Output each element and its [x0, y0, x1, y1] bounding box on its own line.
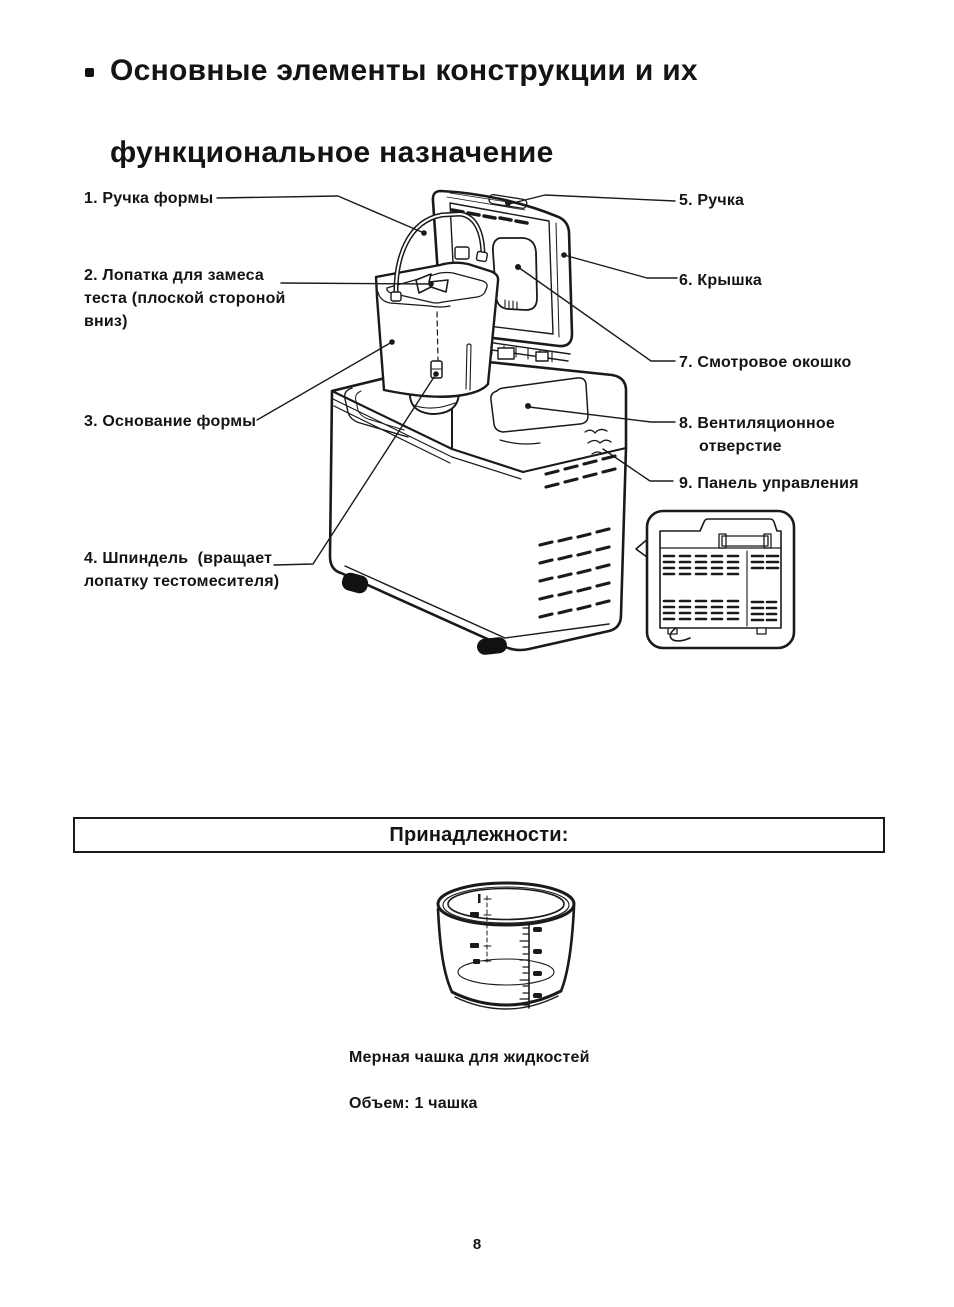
label-3-pan-base: 3. Основание формы: [84, 413, 257, 430]
label-5-handle: 5. Ручка: [679, 192, 745, 209]
label-8-vent: 8. Вентиляционное отверстие: [679, 415, 835, 455]
lid-handle-shape: [488, 194, 528, 209]
caption-line1: Мерная чашка для жидкостей: [349, 1049, 590, 1066]
caption-line2: Объем: 1 чашка: [349, 1095, 478, 1112]
label-2-kneading-blade: 2. Лопатка для замеса теста (плоской сто…: [84, 267, 286, 330]
page-title-line2: функциональное назначение: [110, 136, 554, 169]
machine-body-illustration: [328, 340, 628, 655]
title-bullet-icon: [85, 68, 94, 77]
viewing-window-shape: [491, 237, 538, 311]
label-1-pan-handle: 1. Ручка формы: [84, 190, 214, 207]
label-7-viewing-window: 7. Смотровое окошко: [679, 354, 852, 371]
page-title-line1: Основные элементы конструкции и их: [110, 54, 698, 87]
accessories-box: Принадлежности:: [73, 817, 885, 853]
page-number: 8: [472, 1236, 482, 1253]
leader-lines: [216, 194, 678, 566]
control-panel-inset: [635, 509, 796, 650]
vent-opening-shape: [490, 377, 589, 433]
accessories-header: Принадлежности:: [389, 823, 569, 846]
label-6-lid: 6. Крышка: [679, 272, 763, 289]
label-4-spindle: 4. Шпиндель (вращает лопатку тестомесите…: [84, 550, 280, 590]
page-title: Основные элементы конструкции и их функц…: [110, 50, 810, 173]
measuring-cup-caption: Мерная чашка для жидкостей Объем: 1 чашк…: [349, 1046, 590, 1115]
machine-foot: [477, 637, 507, 655]
label-9-control-panel: 9. Панель управления: [679, 475, 859, 492]
machine-foot: [341, 572, 369, 594]
bread-pan-illustration: [374, 211, 500, 415]
measuring-cup-illustration: [436, 881, 576, 1010]
control-panel-shape: [584, 428, 612, 455]
